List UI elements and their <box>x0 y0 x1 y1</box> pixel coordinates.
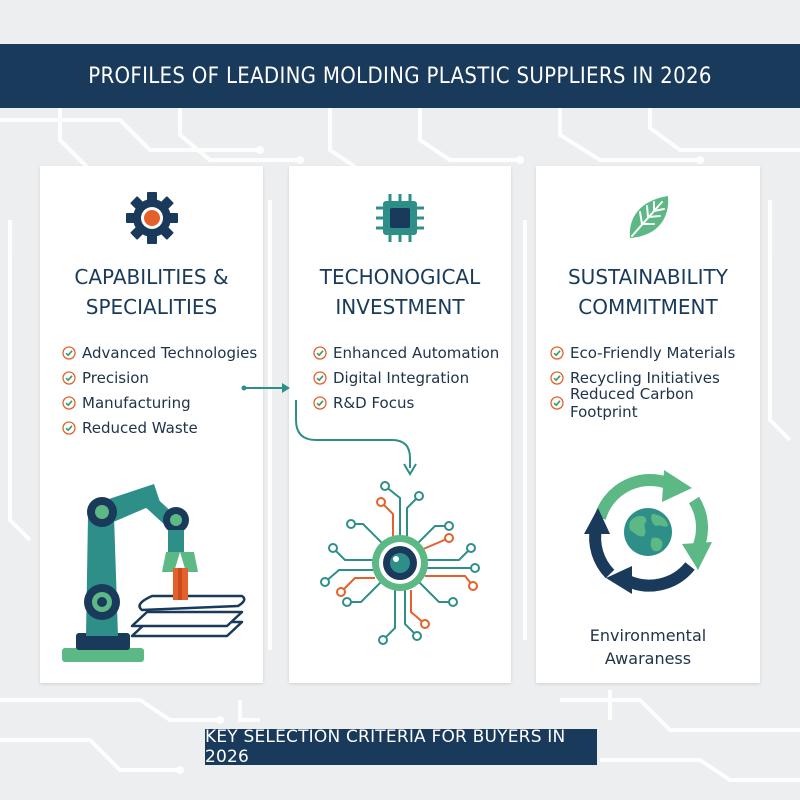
check-icon <box>550 395 564 410</box>
criteria-list: Advanced Technologies Precision Manufact… <box>62 340 257 440</box>
robotic-arm-illustration <box>62 484 246 662</box>
list-item: Advanced Technologies <box>62 340 257 365</box>
list-item: Reduced Carbon Footprint <box>550 385 760 421</box>
footer-banner: KEY SELECTION CRITERIA FOR BUYERS IN 202… <box>205 727 597 767</box>
check-icon <box>550 370 564 385</box>
circuit-network-illustration <box>320 481 480 645</box>
list-item: Precision <box>62 365 257 390</box>
check-icon <box>550 345 564 360</box>
card-title: SUSTAINABILITY COMMITMENT <box>567 265 728 319</box>
environmental-awareness-label: Environmental Awaraness <box>589 626 707 668</box>
criteria-list: Eco-Friendly Materials Recycling Initiat… <box>550 340 760 421</box>
leaf-icon <box>629 196 669 238</box>
recycling-globe-illustration <box>584 470 712 594</box>
check-icon <box>313 345 327 360</box>
check-icon <box>62 395 76 410</box>
card-sustainability: SUSTAINABILITY COMMITMENT Eco-Friendly M… <box>536 166 760 683</box>
card-title: CAPABILITIES & SPECIALITIES <box>74 265 229 319</box>
chip-icon <box>376 194 424 242</box>
page-title: PROFILES OF LEADING MOLDING PLASTIC SUPP… <box>0 44 800 108</box>
card-technological-investment: TECHONOGICAL INVESTMENT Enhanced Automat… <box>289 166 511 683</box>
check-icon <box>62 370 76 385</box>
check-icon <box>62 345 76 360</box>
list-item: R&D Focus <box>313 390 499 415</box>
card-title: TECHONOGICAL INVESTMENT <box>319 265 481 319</box>
list-item: Manufacturing <box>62 390 257 415</box>
list-item: Eco-Friendly Materials <box>550 340 760 365</box>
list-item: Recycling Initiatives <box>550 365 760 390</box>
list-item: Digital Integration <box>313 365 499 390</box>
gear-icon <box>125 192 178 244</box>
criteria-list: Enhanced Automation Digital Integration … <box>313 340 499 415</box>
list-item: Enhanced Automation <box>313 340 499 365</box>
check-icon <box>62 420 76 435</box>
check-icon <box>313 395 327 410</box>
check-icon <box>313 370 327 385</box>
list-item: Reduced Waste <box>62 415 257 440</box>
card-capabilities: CAPABILITIES & SPECIALITIES Advanced Tec… <box>40 166 263 683</box>
